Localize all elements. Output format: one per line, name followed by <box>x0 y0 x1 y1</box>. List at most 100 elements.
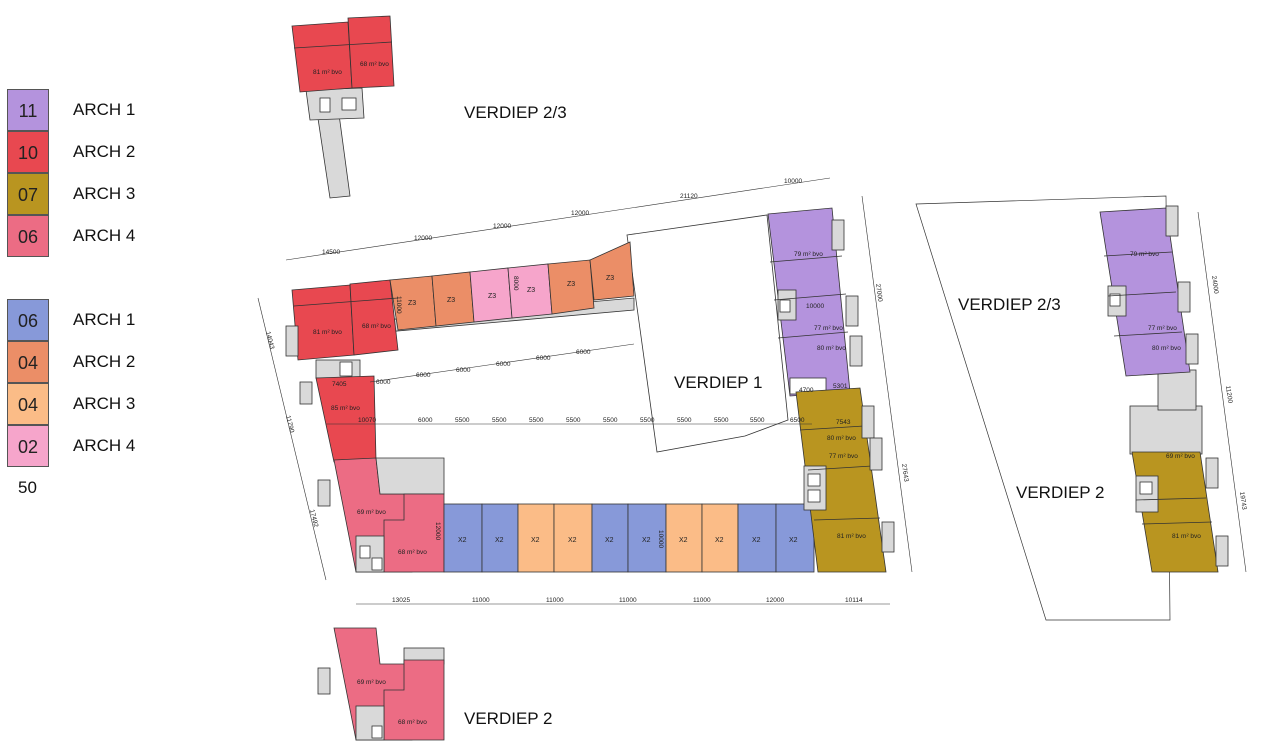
dimension-label: 10000 <box>657 530 664 548</box>
legend-item-arch4-group1: 06 ARCH 4 <box>7 215 177 257</box>
dimension-label: 19743 <box>1238 491 1248 510</box>
dimension-label: 5500 <box>492 417 507 424</box>
level-title-right-upper: VERDIEP 2/3 <box>958 295 1061 314</box>
dimension-label: 11200 <box>1224 385 1233 404</box>
unit-area-label: 81 m² bvo <box>313 329 342 336</box>
unit-area-label: 69 m² bvo <box>357 679 386 686</box>
unit-area-label: 69 m² bvo <box>1166 453 1195 460</box>
dimension-label: 5500 <box>566 417 581 424</box>
unit-area-label: 81 m² bvo <box>313 69 342 76</box>
dimension-label: 12000 <box>571 210 589 217</box>
dimension-label: 5500 <box>677 417 692 424</box>
dimension-lines <box>257 177 1247 605</box>
dimension-label: 27000 <box>874 283 884 302</box>
unit-area-label: 68 m² bvo <box>360 61 389 68</box>
unit-area-label: 68 m² bvo <box>362 323 391 330</box>
dimension-label: 12000 <box>414 235 432 242</box>
legend-item-arch1-group1: 11 ARCH 1 <box>7 89 177 131</box>
dimension-label: 10114 <box>845 597 863 604</box>
level-title-top-left: VERDIEP 2/3 <box>464 103 567 122</box>
legend-swatch: 06 <box>7 215 49 257</box>
unit-area-label: 79 m² bvo <box>794 251 823 258</box>
legend-label: ARCH 4 <box>73 436 136 455</box>
legend-item-arch3-group1: 07 ARCH 3 <box>7 173 177 215</box>
dimension-label: 17492 <box>308 509 319 529</box>
legend-total: 50 <box>18 478 37 497</box>
unit-area-label: 69 m² bvo <box>357 509 386 516</box>
level-title-bottom-left: VERDIEP 2 <box>464 709 553 728</box>
legend-label: ARCH 4 <box>73 226 136 245</box>
unit-type-label: X2 <box>679 537 688 544</box>
unit-type-label: X2 <box>495 537 504 544</box>
unit-type-label: Z3 <box>606 275 614 282</box>
dimension-label: 24000 <box>1210 275 1220 294</box>
dimension-label: 8000 <box>512 276 519 291</box>
dimension-label: 11000 <box>546 597 564 604</box>
unit-area-label: 80 m² bvo <box>817 345 846 352</box>
legend-swatch: 04 <box>7 341 49 383</box>
unit-type-label: Z3 <box>408 300 416 307</box>
dimension-label: 6000 <box>376 379 391 386</box>
legend-item-arch2-group1: 10 ARCH 2 <box>7 131 177 173</box>
dimension-label: 6000 <box>496 361 511 368</box>
dimension-label: 5500 <box>603 417 618 424</box>
legend-swatch: 04 <box>7 383 49 425</box>
unit-type-label: X2 <box>568 537 577 544</box>
dimension-label: 4700 <box>799 387 814 394</box>
plan-top-left: 81 m² bvo 68 m² bvo <box>291 15 395 199</box>
dimension-label: 6000 <box>536 355 551 362</box>
legend-swatch: 06 <box>7 299 49 341</box>
dimension-label: 6000 <box>418 417 433 424</box>
dimension-label: 11000 <box>395 296 402 314</box>
dimension-label: 6500 <box>790 417 805 424</box>
unit-area-label: 80 m² bvo <box>1152 345 1181 352</box>
dimension-label: 12000 <box>434 522 441 540</box>
dimension-label: 5500 <box>714 417 729 424</box>
unit-type-label: Z3 <box>447 297 455 304</box>
dimension-label: 10070 <box>358 417 376 424</box>
unit-type-label: Z3 <box>488 293 496 300</box>
legend-swatch: 07 <box>7 173 49 215</box>
dimension-label: 27643 <box>900 463 910 482</box>
plan-bottom-left: 69 m² bvo 68 m² bvo <box>317 627 445 741</box>
legend-label: ARCH 1 <box>73 100 136 119</box>
plan-right: 79 m² bvo 77 m² bvo 80 m² bvo 69 m² bvo … <box>915 195 1229 621</box>
unit-area-label: 77 m² bvo <box>829 453 858 460</box>
legend-item-arch1-group2: 06 ARCH 1 <box>7 299 177 341</box>
dimension-label: 6000 <box>576 349 591 356</box>
unit-area-label: 68 m² bvo <box>398 549 427 556</box>
legend-label: ARCH 3 <box>73 184 136 203</box>
dimension-label: 14043 <box>264 331 275 351</box>
dimension-label: 5500 <box>455 417 470 424</box>
unit-area-label: 80 m² bvo <box>827 435 856 442</box>
unit-area-label: 77 m² bvo <box>814 325 843 332</box>
unit-type-label: X2 <box>531 537 540 544</box>
unit-type-label: X2 <box>752 537 761 544</box>
unit-area-label: 77 m² bvo <box>1148 325 1177 332</box>
unit-type-label: Z3 <box>527 287 535 294</box>
unit-area-label: 79 m² bvo <box>1130 251 1159 258</box>
dimension-label: 5301 <box>833 383 848 390</box>
dimension-label: 5500 <box>750 417 765 424</box>
unit-area-label: 81 m² bvo <box>837 533 866 540</box>
unit-type-label: X2 <box>642 537 651 544</box>
dimension-label: 11000 <box>693 597 711 604</box>
legend-label: ARCH 3 <box>73 394 136 413</box>
dimension-label: 10000 <box>784 178 802 185</box>
dimension-label: 11000 <box>619 597 637 604</box>
dimension-label: 6000 <box>456 367 471 374</box>
legend-swatch: 02 <box>7 425 49 467</box>
dimension-label: 11790 <box>284 415 295 434</box>
unit-type-label: X2 <box>605 537 614 544</box>
legend-item-arch3-group2: 04 ARCH 3 <box>7 383 177 425</box>
dimension-label: 12000 <box>493 223 511 230</box>
dimension-label: 7405 <box>332 381 347 388</box>
dimension-label: 7543 <box>836 419 851 426</box>
unit-area-label: 68 m² bvo <box>398 719 427 726</box>
dimension-label: 10000 <box>806 303 824 310</box>
dimension-label: 5500 <box>529 417 544 424</box>
level-title-main: VERDIEP 1 <box>674 373 763 392</box>
legend-label: ARCH 2 <box>73 142 136 161</box>
legend-label: ARCH 2 <box>73 352 136 371</box>
